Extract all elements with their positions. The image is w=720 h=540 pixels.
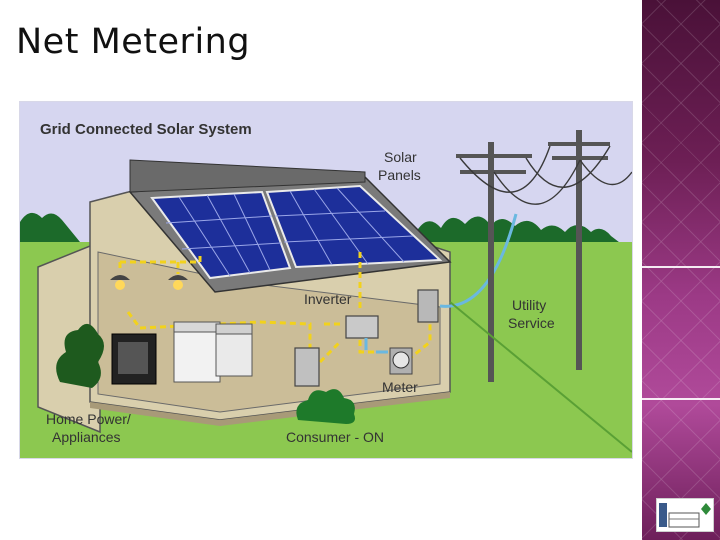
grid-ground-line — [449, 301, 632, 453]
breaker-panel — [294, 347, 320, 387]
label-meter: Meter — [382, 379, 418, 395]
flow-arrows — [364, 213, 518, 354]
sidebar-divider — [642, 266, 720, 268]
solar-panel-right — [265, 184, 443, 269]
label-home-power-2: Appliances — [52, 429, 121, 445]
diagram-heading: Grid Connected Solar System — [40, 121, 252, 138]
sidebar-pattern — [642, 0, 720, 540]
sidebar-divider — [642, 398, 720, 400]
roof-back — [129, 159, 366, 193]
grid-connected-solar-diagram: Grid Connected Solar System Solar Panels… — [19, 101, 633, 459]
label-home-power-1: Home Power/ — [46, 411, 131, 427]
label-utility-1: Utility — [512, 297, 546, 313]
meter-device — [389, 347, 413, 375]
solar-panel-left — [150, 190, 292, 280]
distant-trees-left — [20, 212, 80, 242]
utility-pole-near — [456, 142, 532, 382]
organization-logo-icon — [656, 498, 714, 532]
dryer — [215, 323, 253, 377]
ceiling-light-right — [168, 275, 188, 290]
house-bottom-edge — [90, 392, 450, 426]
diagram-canvas: Grid Connected Solar System Solar Panels… — [20, 102, 632, 458]
decorative-sidebar — [642, 0, 720, 540]
label-consumer: Consumer - ON — [286, 429, 384, 445]
television — [111, 333, 157, 385]
label-inverter: Inverter — [304, 291, 352, 307]
label-solar-panels-1: Solar — [384, 149, 417, 165]
label-solar-panels-2: Panels — [378, 167, 421, 183]
disconnect-box — [417, 289, 439, 323]
inverter-box — [345, 315, 379, 339]
bush-front — [296, 389, 355, 424]
power-lines — [459, 145, 632, 205]
slide-title: Net Metering — [16, 22, 251, 62]
wiring — [118, 252, 432, 364]
ceiling-light-left — [110, 275, 130, 290]
bush-left — [56, 323, 104, 388]
washer — [173, 321, 221, 383]
utility-pole-far — [548, 130, 610, 370]
label-utility-2: Service — [508, 315, 555, 331]
